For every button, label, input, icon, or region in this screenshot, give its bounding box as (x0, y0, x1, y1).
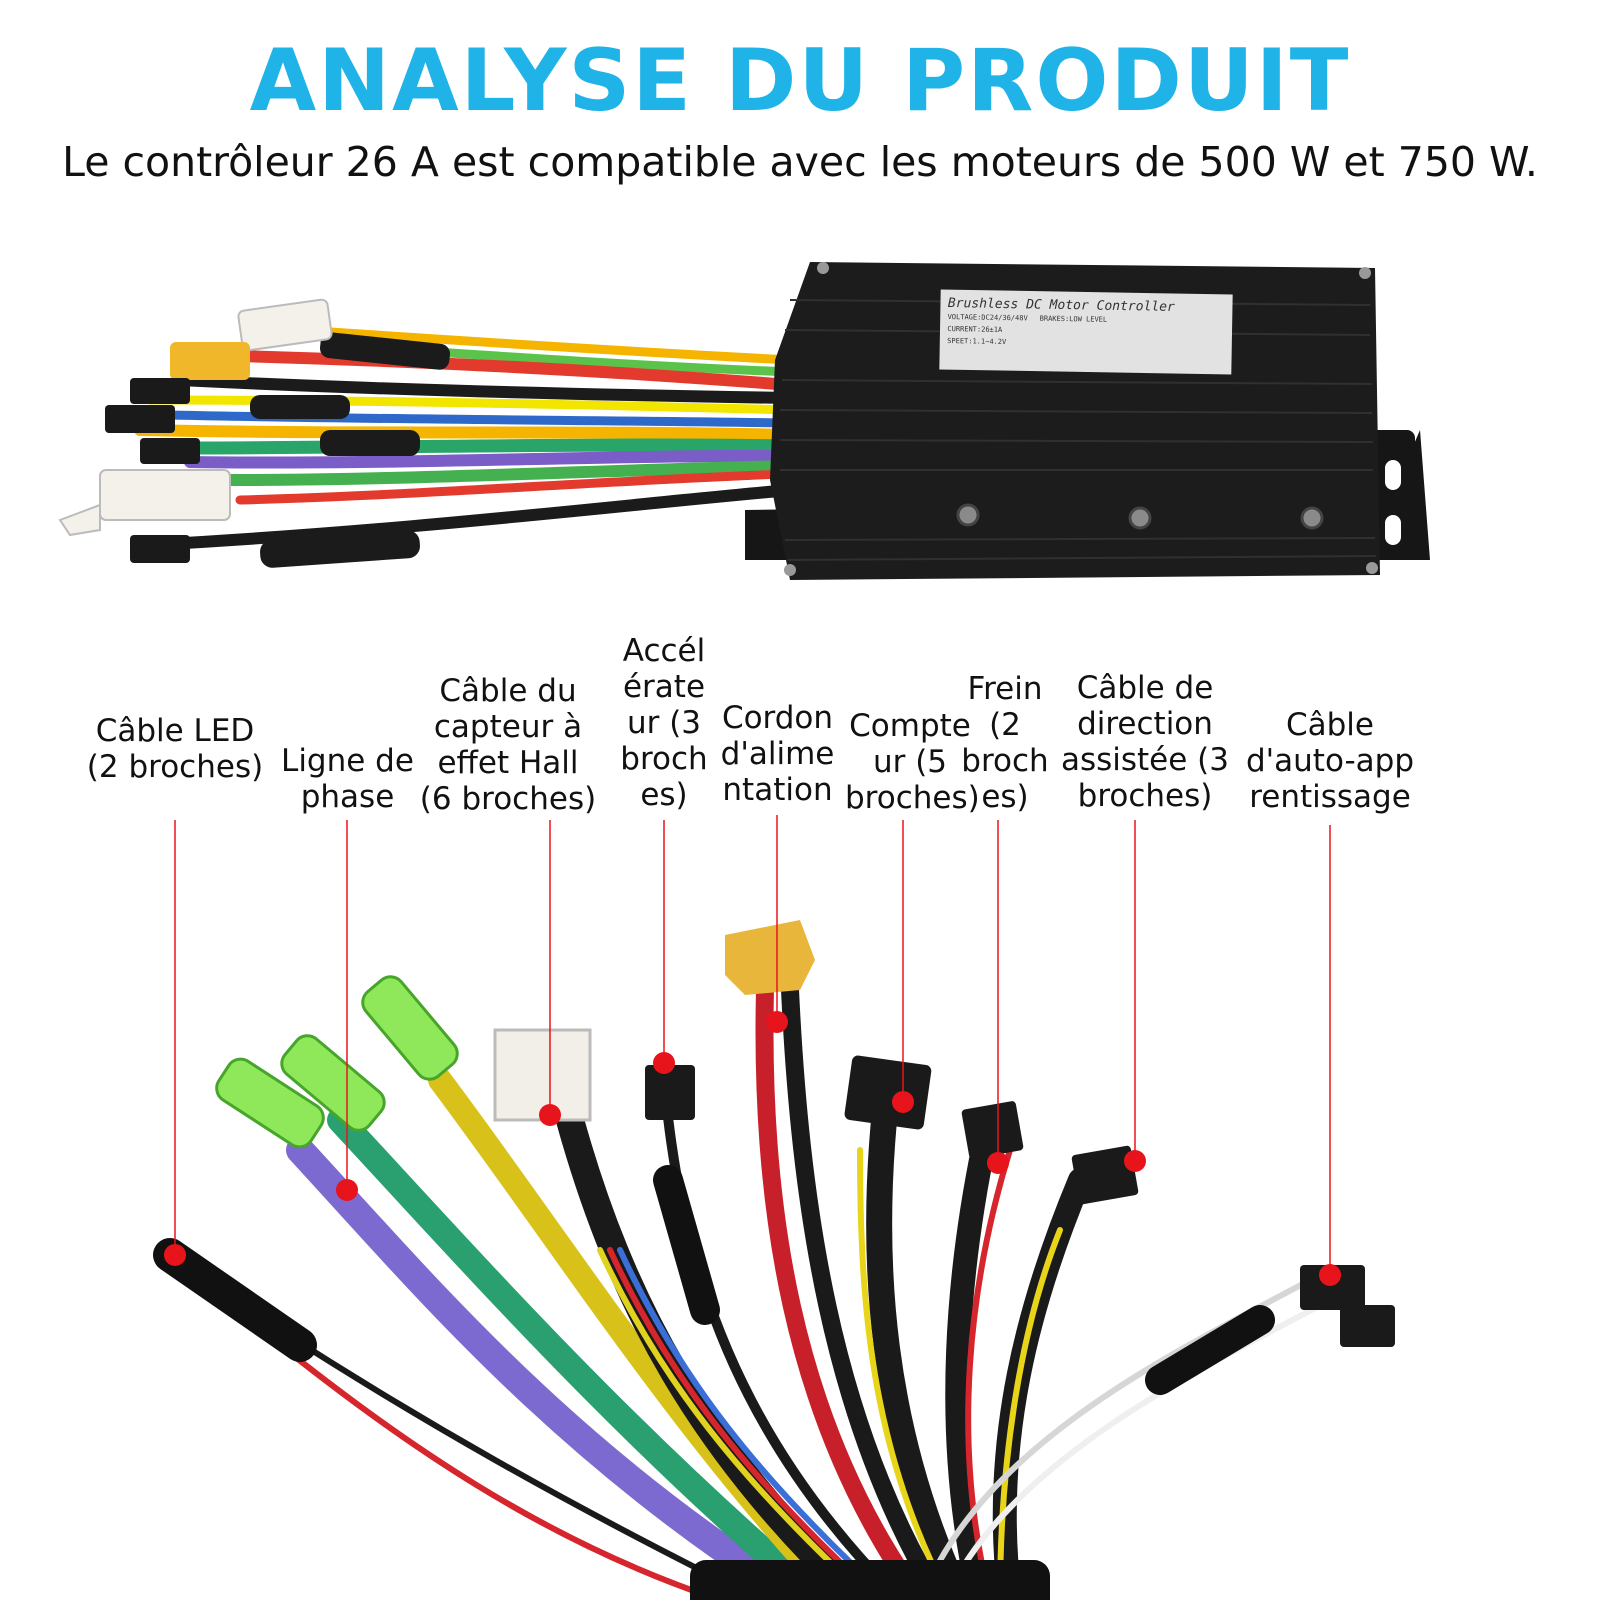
callout-dot-power (766, 1011, 788, 1033)
callout-label-learn: Câble d'auto-app rentissage (1245, 707, 1415, 815)
callout-label-led: Câble LED (2 broches) (86, 713, 264, 785)
controller-label-brakes: BRAKES:LOW LEVEL (1039, 314, 1108, 324)
callout-label-hall: Câble du capteur à effet Hall (6 broches… (419, 673, 597, 817)
callout-label-throttle: Accél érate ur (3 broch es) (620, 633, 708, 813)
callout-dot-phase (336, 1179, 358, 1201)
callout-label-meter: Compte ur (5 broches) (845, 708, 980, 816)
page-subtitle: Le contrôleur 26 A est compatible avec l… (62, 138, 1538, 186)
callout-label-power: Cordon d'alime ntation (720, 700, 835, 808)
callout-dot-learn (1319, 1264, 1341, 1286)
page-title: ANALYSE DU PRODUIT (249, 31, 1351, 131)
controller-photo (58, 262, 1430, 580)
callout-dot-assist (1124, 1150, 1146, 1172)
callout-label-assist: Câble de direction assistée (3 broches) (1060, 670, 1230, 814)
callout-dot-throttle (653, 1052, 675, 1074)
callout-dot-brake (987, 1152, 1009, 1174)
wire-harness-photo (153, 975, 1333, 1600)
callout-label-brake: Frein (2 broch es) (961, 671, 1049, 815)
callout-dot-hall (539, 1104, 561, 1126)
controller-label-plate: Brushless DC Motor Controller VOLTAGE:DC… (947, 296, 1228, 352)
controller-box (745, 262, 1430, 580)
callout-markers (164, 815, 1341, 1286)
callout-dot-led (164, 1244, 186, 1266)
callout-label-phase: Ligne de phase (281, 743, 414, 815)
callout-dot-meter (892, 1091, 914, 1113)
